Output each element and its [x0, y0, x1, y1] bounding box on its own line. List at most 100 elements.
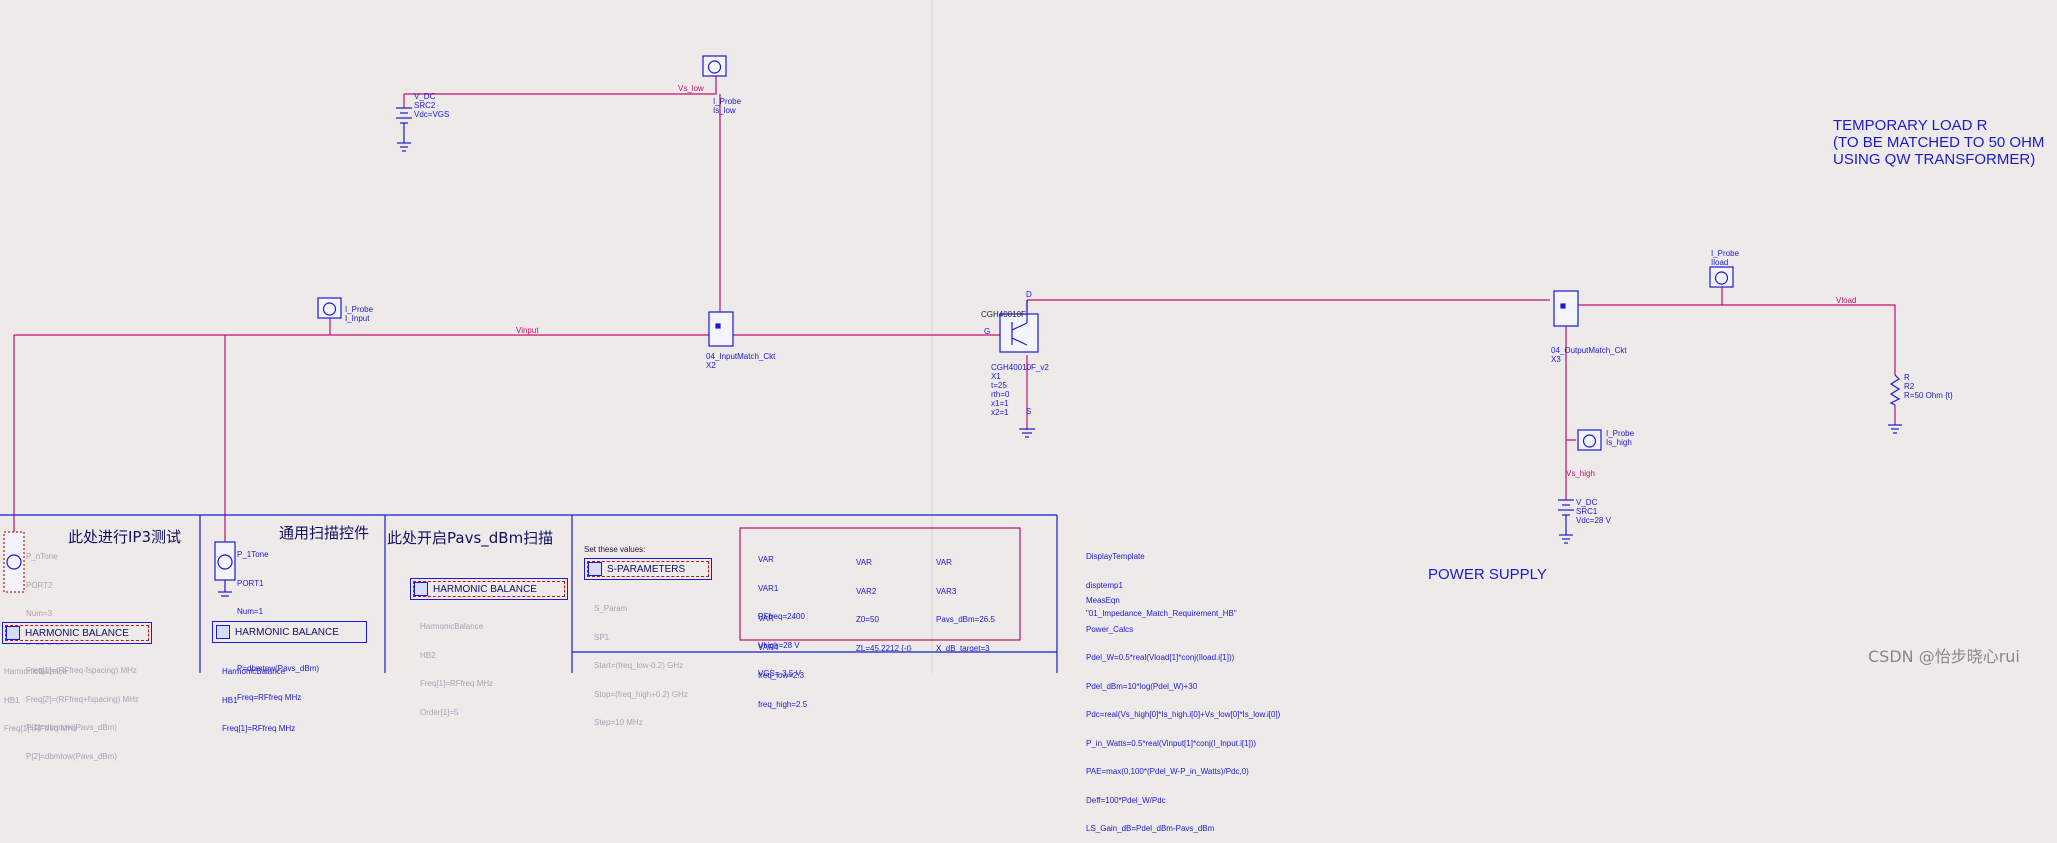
sparams-line-1: SP1 — [594, 632, 610, 642]
probe-input-label[interactable]: I_Probe I_Input — [345, 305, 373, 323]
input-match-label[interactable]: 04_InputMatch_Ckt X2 — [706, 352, 775, 370]
sparams-icon — [588, 562, 602, 576]
src2-label[interactable]: V_DC SRC2 Vdc=VGS — [414, 92, 449, 119]
wire-vs-low — [404, 62, 717, 95]
resistor-type: R — [1904, 373, 1910, 382]
resistor-name: R2 — [1904, 382, 1915, 391]
var3-line-3: X_dB_target=3 — [936, 643, 990, 653]
var2-line-0: VAR — [856, 558, 872, 567]
sparams-controller[interactable]: S-PARAMETERS — [584, 558, 712, 580]
probe-is-high-name: Is_high — [1606, 438, 1632, 447]
transistor-label[interactable]: CGH40010F_v2 X1 t=25 rth=0 x1=1 x2=1 — [991, 363, 1049, 417]
probe-load-name: Iload — [1711, 258, 1729, 267]
hb-mid-line-2: Freq[1]=RFfreq MHz — [222, 724, 296, 733]
transistor-param-1: t=25 — [991, 381, 1007, 390]
var2-line-1: VAR2 — [856, 586, 877, 596]
net-label-vs-high: Vs_high — [1566, 469, 1595, 478]
hb-left-line-0: HarmonicBalance — [4, 667, 68, 676]
probe-input-type: I_Probe — [345, 305, 374, 314]
var1-line-2: RFfreq=2400 — [758, 612, 805, 621]
var4-line-3: freq_high=2.5 — [758, 699, 808, 709]
wires — [13, 62, 1896, 545]
temp-load-note-line-2: USING QW TRANSFORMER) — [1833, 151, 2036, 168]
meas-eqn-line-7: Deff=100*Pdel_W/Pdc — [1086, 795, 1166, 805]
sparams-line-2: Start=(freq_low-0.2) GHz — [594, 661, 684, 670]
meas-eqn-block[interactable]: MeasEqn Power_Calcs Pdel_W=0.5*real(Vloa… — [1086, 577, 1280, 843]
var3-line-1: VAR3 — [936, 586, 957, 596]
meas-eqn-line-1: Power_Calcs — [1086, 624, 1134, 634]
hb-left-label: HARMONIC BALANCE — [25, 627, 129, 639]
ip3-port-line-2: Num=3 — [26, 609, 53, 618]
port1-line-0: P_1Tone — [237, 550, 269, 559]
section-title-pavs[interactable]: 此处开启Pavs_dBm扫描 — [387, 529, 554, 547]
hb-pavs-label: HARMONIC BALANCE — [433, 583, 537, 595]
hb-left-controller[interactable]: HARMONIC BALANCE — [2, 622, 152, 644]
var2-line-2: Z0=50 — [856, 615, 879, 624]
net-label-vs-low: Vs_low — [678, 84, 704, 93]
sparams-params[interactable]: S_Param SP1 Start=(freq_low-0.2) GHz Sto… — [594, 585, 688, 737]
sparams-label: S-PARAMETERS — [607, 563, 686, 575]
probe-is-high-type: I_Probe — [1606, 429, 1635, 438]
transistor-param-3: x1=1 — [991, 399, 1009, 408]
var2-line-3: ZL=45.2212 {-t} — [856, 643, 912, 653]
section-title-sweep[interactable]: 通用扫描控件 — [279, 524, 370, 542]
hb-left-params[interactable]: HarmonicBalance HB1 Freq[1]=RFfreq MHz — [4, 648, 77, 743]
hb-pavs-controller[interactable]: HARMONIC BALANCE — [410, 578, 568, 600]
hb-left-icon — [6, 626, 20, 640]
var4-line-2: freq_low=2.3 — [758, 671, 805, 680]
meas-eqn-line-2: Pdel_W=0.5*real(Vload[1]*conj(Iload.i[1]… — [1086, 653, 1235, 662]
section-title-ip3[interactable]: 此处进行IP3测试 — [68, 528, 182, 546]
hb-pavs-params[interactable]: HarmonicBalance HB2 Freq[1]=RFfreq MHz O… — [420, 603, 493, 727]
transistor-pin-s: S — [1026, 407, 1032, 416]
input-match-name: X2 — [706, 361, 716, 370]
resistor-label[interactable]: R R2 R=50 Ohm {t} — [1904, 373, 1953, 400]
display-template-line-0: DisplayTemplate — [1086, 552, 1145, 561]
var3-line-2: Pavs_dBm=26.5 — [936, 615, 995, 624]
probe-is-low-name: Is_low — [713, 106, 736, 115]
src1-type: V_DC — [1576, 498, 1598, 507]
src2-name: SRC2 — [414, 101, 436, 110]
symbols — [0, 55, 1902, 673]
probe-is-high-label[interactable]: I_Probe Is_high — [1606, 429, 1634, 447]
schematic-canvas[interactable] — [0, 0, 2057, 673]
output-match-label[interactable]: 04_OutputMatch_Ckt X3 — [1551, 346, 1627, 364]
wire-vload — [1578, 304, 1896, 375]
var2-block[interactable]: VAR VAR2 Z0=50 ZL=45.2212 {-t} — [856, 539, 911, 663]
display-template-block[interactable]: DisplayTemplate disptemp1 "01_Impedance_… — [1086, 533, 1237, 628]
transistor-pin-d: D — [1026, 290, 1032, 299]
meas-eqn-line-5: P_in_Watts=0.5*real(Vinput[1]*conj(I_Inp… — [1086, 738, 1257, 748]
hb-mid-params[interactable]: HarmonicBalance HB1 Freq[1]=RFfreq MHz — [222, 648, 295, 743]
temp-load-note-line-0: TEMPORARY LOAD R — [1833, 117, 1988, 134]
hb-mid-icon — [216, 625, 230, 639]
var1-line-1: VAR1 — [758, 583, 779, 593]
probe-load-label[interactable]: I_Probe Iload — [1711, 249, 1739, 267]
hb-pavs-icon — [414, 582, 428, 596]
var1-line-0: VAR — [758, 555, 774, 564]
hb-pavs-line-1: HB2 — [420, 650, 436, 660]
net-label-vinput: Vinput — [516, 326, 539, 335]
transistor-param-0: X1 — [991, 372, 1001, 381]
output-match-name: X3 — [1551, 355, 1561, 364]
probe-input-name: I_Input — [345, 314, 370, 323]
input-match-type: 04_InputMatch_Ckt — [706, 352, 776, 361]
hb-mid-controller[interactable]: HARMONIC BALANCE — [212, 621, 367, 643]
power-supply-label[interactable]: POWER SUPPLY — [1428, 566, 1547, 583]
watermark: CSDN @怡步晓心rui — [1868, 647, 2020, 666]
hb-pavs-line-0: HarmonicBalance — [420, 622, 484, 631]
hb-mid-line-1: HB1 — [222, 695, 238, 705]
var3-block[interactable]: VAR VAR3 Pavs_dBm=26.5 X_dB_target=3 — [936, 539, 995, 663]
src1-label[interactable]: V_DC SRC1 Vdc=28 V — [1576, 498, 1611, 525]
src2-type: V_DC — [414, 92, 436, 101]
temp-load-note[interactable]: TEMPORARY LOAD R (TO BE MATCHED TO 50 OH… — [1833, 117, 2044, 168]
temp-load-note-line-1: (TO BE MATCHED TO 50 OHM — [1833, 134, 2045, 151]
ip3-port-line-7: P[2]=dbmtow(Pavs_dBm) — [26, 751, 117, 761]
var4-line-0: VAR — [758, 614, 774, 623]
transistor-param-4: x2=1 — [991, 408, 1009, 417]
src2-value: Vdc=VGS — [414, 110, 450, 119]
port1-line-1: PORT1 — [237, 578, 264, 588]
hb-mid-label: HARMONIC BALANCE — [235, 626, 339, 638]
var4-block[interactable]: VAR VAR4 freq_low=2.3 freq_high=2.5 — [758, 595, 807, 719]
ip3-port-line-1: PORT2 — [26, 580, 53, 590]
var1-line-3: Vhigh=28 V — [758, 640, 800, 650]
probe-is-low-label[interactable]: I_Probe Is_low — [713, 97, 741, 115]
